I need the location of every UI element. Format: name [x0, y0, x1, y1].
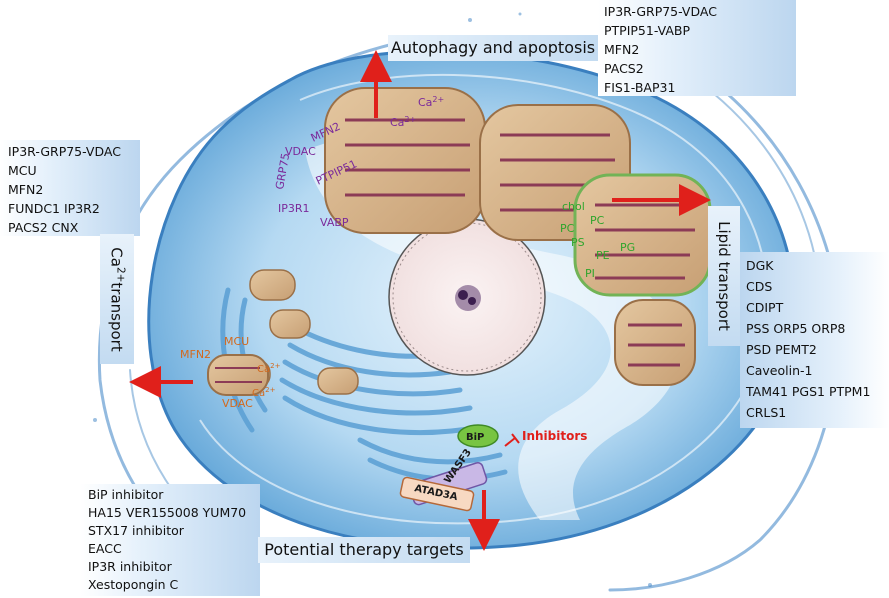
therapy-item: EACC	[88, 541, 122, 556]
lipid-transport-item: CRLS1	[746, 405, 787, 420]
therapy-list: BiP inhibitor HA15 VER155008 YUM70 STX17…	[80, 484, 260, 596]
autophagy-item: FIS1-BAP31	[604, 80, 676, 95]
lipid-transport-item: Caveolin-1	[746, 363, 813, 378]
label-vdac-top: VDAC	[285, 145, 316, 158]
label-pc-2: PC	[590, 214, 605, 227]
ca-transport-title: Ca2+ transport	[100, 234, 134, 364]
label-mfn2-bottom: MFN2	[180, 348, 211, 361]
protein-complex	[399, 424, 499, 512]
label-ca-top-1: Ca2+	[418, 95, 444, 109]
therapy-item: STX17 inhibitor	[88, 523, 184, 538]
autophagy-title: Autophagy and apoptosis	[388, 35, 598, 61]
autophagy-item: PTPIP51-VABP	[604, 23, 691, 38]
label-pg: PG	[620, 241, 635, 254]
mitochondrion-lower-right	[614, 299, 696, 386]
mitochondria-small-left	[207, 269, 359, 396]
ca-transport-item: MFN2	[8, 182, 44, 197]
label-ca-bottom-2: Ca2+	[252, 386, 276, 399]
label-pc-1: PC	[560, 222, 575, 235]
label-ca-bottom-1: Ca2+	[257, 362, 281, 375]
label-ps: PS	[571, 236, 585, 249]
ca-transport-item: IP3R-GRP75-VDAC	[8, 144, 121, 159]
label-bip: BiP	[466, 432, 484, 443]
ca-transport-item: PACS2 CNX	[8, 220, 79, 235]
label-grp75: GRP75	[273, 152, 292, 191]
lipid-transport-item: CDS	[746, 279, 773, 294]
label-pi: PI	[585, 267, 595, 280]
label-ip3r1: IP3R1	[278, 202, 310, 215]
ca-transport-item: MCU	[8, 163, 37, 178]
nucleus	[388, 218, 546, 376]
label-vdac-bottom: VDAC	[222, 397, 253, 410]
lipid-transport-item: TAM41 PGS1 PTPM1	[746, 384, 871, 399]
autophagy-item: MFN2	[604, 42, 640, 57]
lipid-transport-title: Lipid transport	[708, 206, 740, 346]
label-vabp: VABP	[320, 216, 349, 229]
therapy-item: IP3R inhibitor	[88, 559, 172, 574]
label-pe: PE	[596, 249, 610, 262]
mitochondrion-right	[573, 173, 712, 297]
lipid-transport-item: CDIPT	[746, 300, 784, 315]
therapy-item: Xestopongin C	[88, 577, 179, 592]
lipid-transport-item: PSS ORP5 ORP8	[746, 321, 846, 336]
label-mcu: MCU	[224, 335, 249, 348]
therapy-item: HA15 VER155008 YUM70	[88, 505, 247, 520]
therapy-item: BiP inhibitor	[88, 487, 164, 502]
autophagy-item: IP3R-GRP75-VDAC	[604, 4, 717, 19]
lipid-transport-item: DGK	[746, 258, 774, 273]
ca-transport-item: FUNDC1 IP3R2	[8, 201, 100, 216]
mitochondrion-top-left	[324, 87, 486, 234]
autophagy-list: IP3R-GRP75-VDAC PTPIP51-VABP MFN2 PACS2 …	[598, 0, 796, 96]
lipid-transport-list: DGK CDS CDIPT PSS ORP5 ORP8 PSD PEMT2 Ca…	[740, 252, 889, 428]
lipid-transport-item: PSD PEMT2	[746, 342, 817, 357]
inhibitor-mark	[504, 433, 520, 447]
red-arrows	[129, 50, 711, 551]
therapy-title: Potential therapy targets	[258, 537, 470, 563]
autophagy-item: PACS2	[604, 61, 644, 76]
label-chol: chol	[562, 200, 585, 213]
label-ca-top-2: Ca2+	[390, 115, 416, 129]
label-inhibitors: Inhibitors	[522, 429, 587, 443]
ca-transport-list: IP3R-GRP75-VDAC MCU MFN2 FUNDC1 IP3R2 PA…	[0, 140, 140, 236]
yin-yang-divider	[305, 140, 680, 520]
